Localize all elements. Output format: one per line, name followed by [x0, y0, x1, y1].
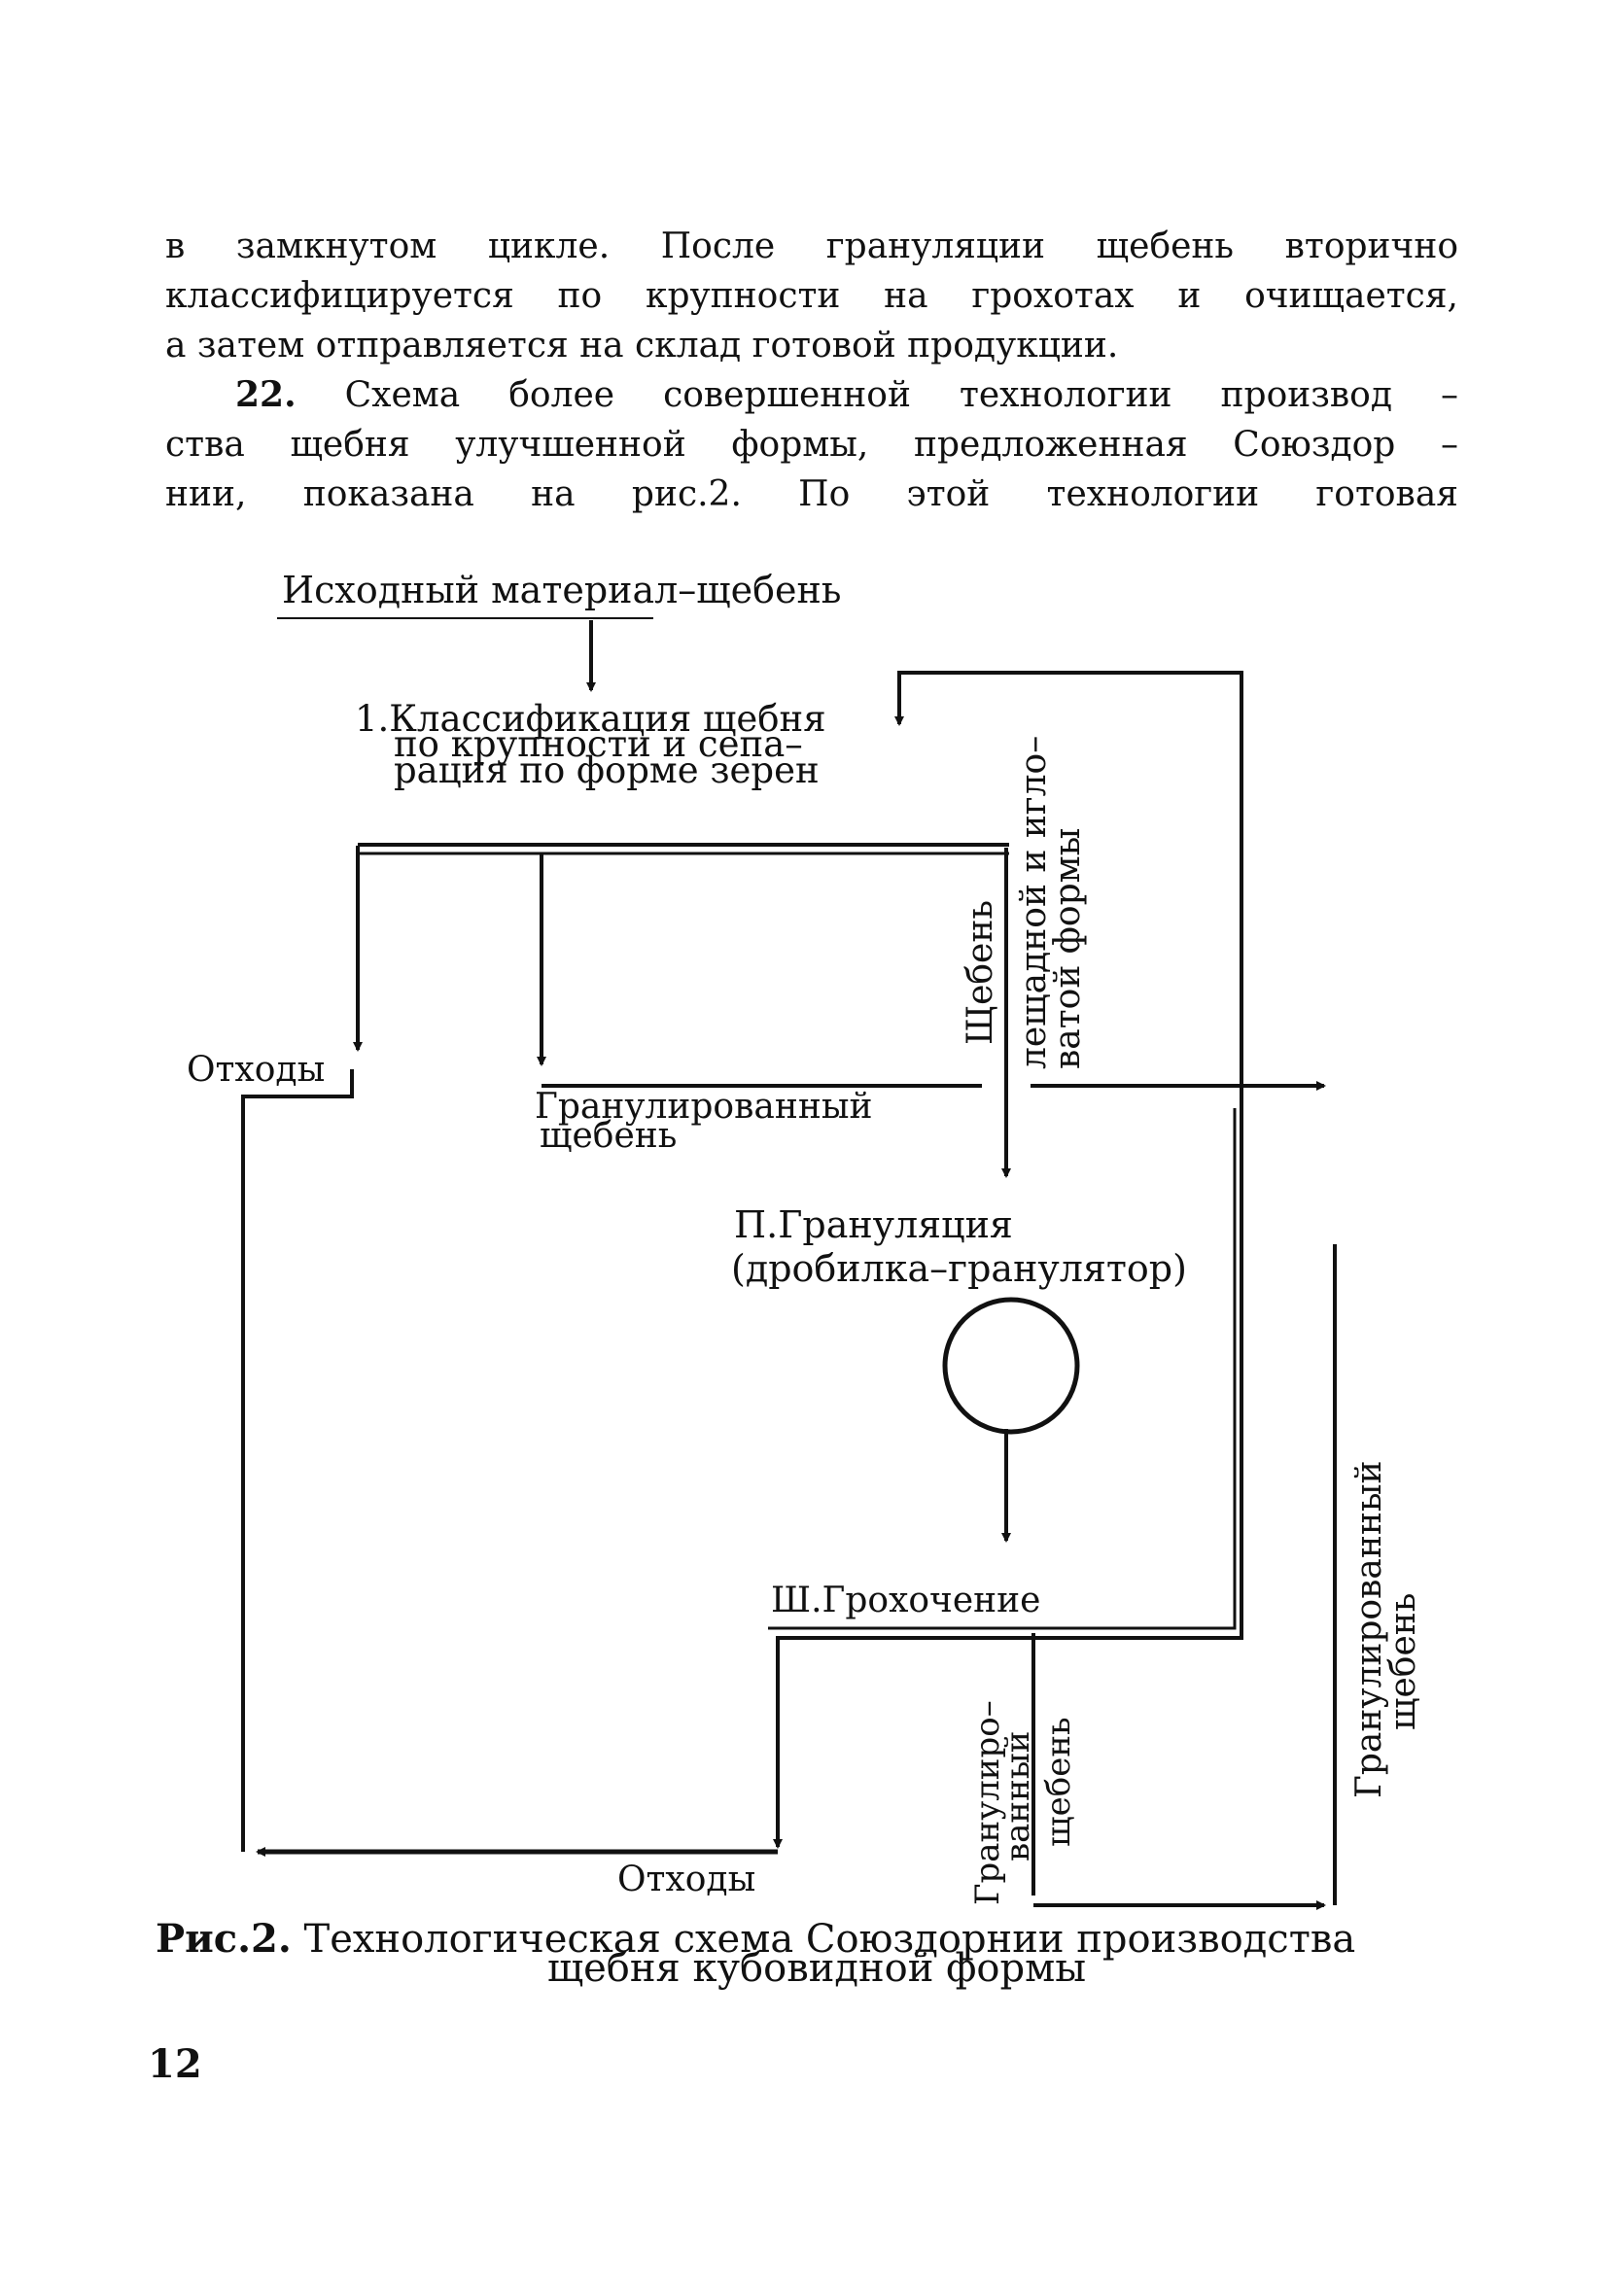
figure-caption: Рис.2. Технологическая схема Союздорнии …: [156, 1917, 1458, 1991]
step1-title: рация по форме зерен: [394, 749, 820, 791]
page-number: 12: [148, 2041, 202, 2087]
source-label: Исходный материал–щебень: [282, 569, 841, 611]
granulated-mid-label: Гранулированный: [535, 1087, 872, 1127]
text-line: нии, показана на рис.2. По этой технолог…: [165, 474, 1458, 514]
figure-number: Рис.2.: [156, 1916, 292, 1962]
waste-bottom-label: Отходы: [617, 1860, 755, 1899]
paragraph-number: 22.: [235, 374, 297, 415]
granulated-mid-label: щебень: [540, 1116, 677, 1156]
process-flow-diagram: Исходный материал–щебень 1.Классификация…: [187, 569, 1423, 1910]
step2-title: (дробилка–гранулятор): [731, 1247, 1187, 1290]
rubble-vertical-label: Щебень: [961, 900, 1000, 1045]
caption-line: Технологическая схема Союздорнии произво…: [303, 1917, 1356, 1962]
text-line: классифицируется по крупности на грохота…: [165, 276, 1458, 316]
step2-title: П.Грануляция: [734, 1203, 1013, 1246]
crusher-granulator-icon: [942, 1297, 1080, 1435]
granulated-vertical-right-label: щебень: [1383, 1593, 1423, 1730]
text-line: ства щебня улучшенной формы, предложенна…: [165, 425, 1458, 465]
granulated-vertical-left-label: Гранулиро–: [968, 1700, 1007, 1905]
granulated-vertical-right-label: Гранулированный: [1349, 1461, 1389, 1798]
body-text: в замкнутом цикле. После грануляции щебе…: [165, 222, 1458, 519]
waste-loop-left: [241, 1069, 354, 1852]
step1-title: по крупности и сепа–: [394, 723, 803, 765]
text-line: 22. Схема более совершенной технологии п…: [165, 370, 1458, 420]
caption-line: щебня кубовидной формы: [546, 1946, 1087, 1991]
rubble-vertical-label: лещадной и игло–: [1014, 736, 1054, 1069]
granulated-vertical-left-label: щебень: [1039, 1718, 1078, 1848]
waste-top-label: Отходы: [187, 1050, 325, 1090]
step3-title: Ш.Грохочение: [771, 1581, 1040, 1620]
paragraph-continuation: в замкнутом цикле. После грануляции щебе…: [165, 222, 1458, 370]
text-line: а затем отправляется на склад готовой пр…: [165, 326, 1119, 365]
step1-title: 1.Классификация щебня: [355, 698, 826, 740]
rubble-vertical-label: ватой формы: [1048, 828, 1088, 1069]
text-line: в замкнутом цикле. После грануляции щебе…: [165, 226, 1458, 266]
granulated-vertical-left-label: ванный: [998, 1731, 1037, 1861]
return-loop-right-inner: [768, 1108, 1237, 1630]
text-line-content: Схема более совершенной технологии произ…: [344, 375, 1458, 415]
paragraph-22: 22. Схема более совершенной технологии п…: [165, 370, 1458, 519]
